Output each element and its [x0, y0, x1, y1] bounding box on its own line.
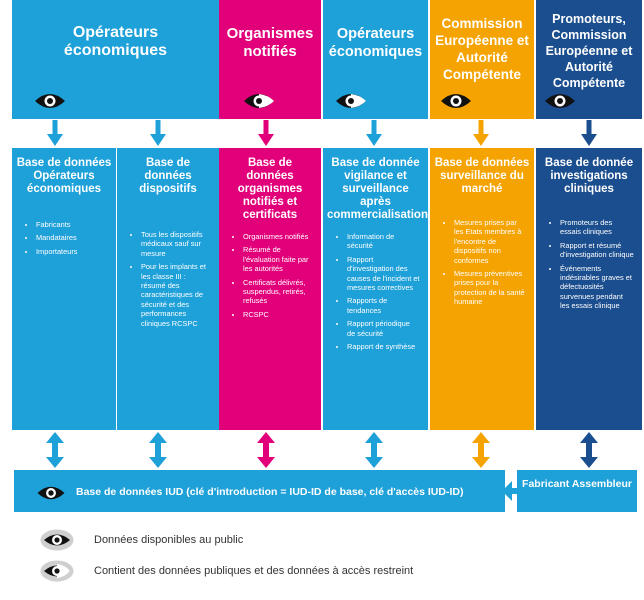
db-surveillance: Base de données surveillance du marché M… — [430, 148, 534, 430]
list-item: Fabricants — [36, 220, 108, 229]
list-item: Rapport et résumé d'investigation cliniq… — [560, 241, 634, 260]
list-item: Organismes notifiés — [243, 232, 313, 241]
db-operateurs: Base de données Opérateurs économiques F… — [12, 148, 116, 430]
eye-public-icon — [441, 94, 471, 108]
db-investigations: Base de donnée investigations cliniques … — [536, 148, 642, 430]
list-item: Mesures prises par les Etats membres à l… — [454, 218, 526, 265]
db-items: Promoteurs des essais cliniques Rapport … — [536, 218, 642, 311]
list-item: Rapport périodique de sécurité — [347, 319, 420, 338]
db-items: Fabricants Mandataires Importateurs — [12, 220, 116, 256]
restricted-eye-icon — [40, 560, 74, 582]
list-item: Mesures préventives prises pour la prote… — [454, 269, 526, 307]
header-promoteurs: Promoteurs, Commission Européenne et Aut… — [536, 0, 642, 119]
eye-public-icon — [37, 486, 65, 500]
list-item: Résumé de l'évaluation faite par les aut… — [243, 245, 313, 273]
arrow-down — [366, 120, 382, 146]
db-title: Base de données Opérateurs économiques — [16, 157, 112, 195]
list-item: Pour les implants et les classe III : ré… — [141, 262, 211, 328]
header-title: Organismes notifiés — [226, 25, 314, 60]
list-item: Mandataires — [36, 233, 108, 242]
arrow-both — [580, 432, 598, 468]
arrow-both — [46, 432, 64, 468]
db-organismes: Base de données organismes notifiés et c… — [219, 148, 321, 430]
arrow-down — [47, 120, 63, 146]
arrow-down — [150, 120, 166, 146]
eye-restricted-icon — [244, 94, 274, 108]
db-title: Base de données dispositifs — [139, 157, 197, 195]
legend-text: Contient des données publiques et des do… — [94, 565, 414, 577]
arrow-down — [258, 120, 274, 146]
list-item: RCSPC — [243, 310, 313, 319]
list-item: Certificats délivrés, suspendus, retirés… — [243, 278, 313, 306]
header-commission: Commission Européenne et Autorité Compét… — [430, 0, 534, 119]
list-item: Promoteurs des essais cliniques — [560, 218, 634, 237]
list-item: Tous les dispositifs médicaux sauf sur m… — [141, 230, 211, 258]
list-item: Rapport d'investigation des causes de l'… — [347, 255, 420, 293]
header-operateurs-2: Opérateurs économiques — [323, 0, 428, 119]
db-items: Tous les dispositifs médicaux sauf sur m… — [117, 230, 219, 328]
db-items: Mesures prises par les Etats membres à l… — [430, 218, 534, 307]
arrow-left — [502, 481, 518, 501]
db-title: Base de donnée vigilance et surveillance… — [327, 157, 428, 221]
arrow-both — [472, 432, 490, 468]
eye-public-icon — [35, 94, 65, 108]
eye-restricted-icon — [336, 94, 366, 108]
legend-text: Données disponibles au public — [94, 534, 244, 546]
header-title: Opérateurs économiques — [63, 24, 168, 59]
header-title: Opérateurs économiques — [328, 26, 423, 60]
db-dispositifs: Base de données dispositifs Tous les dis… — [117, 148, 219, 430]
list-item: Importateurs — [36, 247, 108, 256]
arrow-down — [473, 120, 489, 146]
db-items: Information de sécurité Rapport d'invest… — [323, 232, 428, 351]
iud-database-bar: Base de données IUD (clé d'introduction … — [14, 470, 505, 512]
eye-public-icon — [545, 94, 575, 108]
list-item: Rapports de tendances — [347, 296, 420, 315]
db-items: Organismes notifiés Résumé de l'évaluati… — [219, 232, 321, 319]
db-title: Base de données organismes notifiés et c… — [237, 157, 303, 221]
list-item: Rapport de synthèse — [347, 342, 420, 351]
arrow-both — [365, 432, 383, 468]
list-item: Information de sécurité — [347, 232, 420, 251]
list-item: Événements indésirables graves et défect… — [560, 264, 634, 311]
header-title: Commission Européenne et Autorité Compét… — [435, 16, 529, 82]
arrow-both — [257, 432, 275, 468]
header-organismes: Organismes notifiés — [219, 0, 321, 119]
header-title: Promoteurs, Commission Européenne et Aut… — [545, 12, 633, 90]
db-title: Base de données surveillance du marché — [434, 157, 530, 195]
iud-title: Base de données IUD (clé d'introduction … — [76, 486, 464, 498]
arrow-both — [149, 432, 167, 468]
arrow-down — [581, 120, 597, 146]
public-eye-icon — [40, 529, 74, 551]
db-vigilance: Base de donnée vigilance et surveillance… — [323, 148, 428, 430]
header-operateurs-1: Opérateurs économiques — [12, 0, 219, 119]
fabricant-assembleur-box: Fabricant Assembleur — [517, 470, 637, 512]
db-title: Base de donnée investigations cliniques — [544, 157, 634, 195]
